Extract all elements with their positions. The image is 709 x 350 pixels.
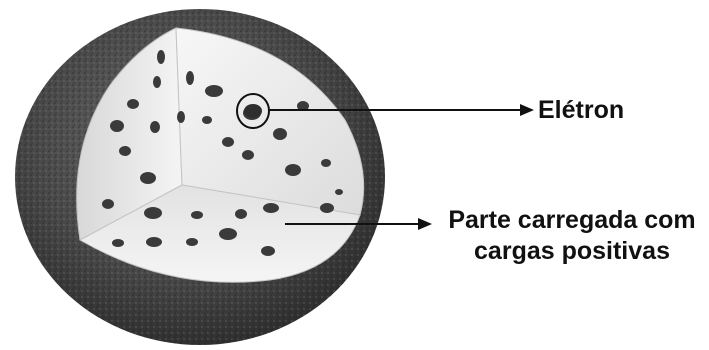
electron-label: Elétron [538, 95, 624, 126]
positive-part-label-line1: Parte carregada com [436, 205, 708, 236]
arrow-right-icon [520, 104, 534, 116]
arrow-right-icon [418, 218, 432, 230]
positive-part-label: Parte carregada com cargas positivas [436, 205, 708, 267]
positive-part-label-line2: cargas positivas [436, 236, 708, 267]
